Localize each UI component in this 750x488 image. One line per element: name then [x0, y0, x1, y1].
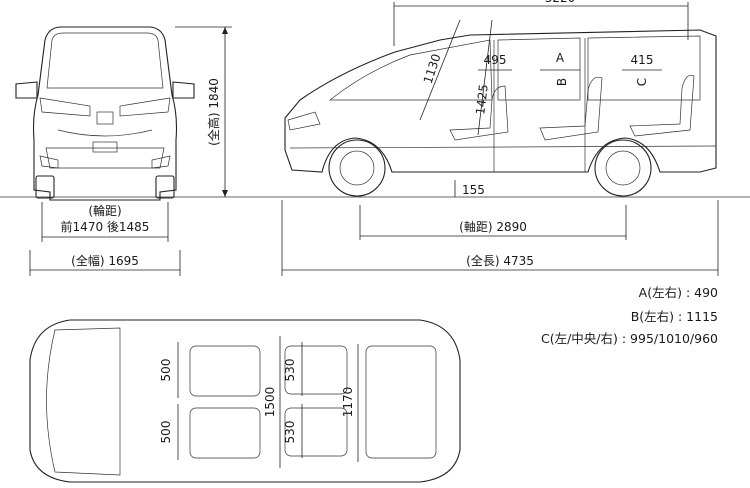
seat-dim-1425: 1425 — [473, 83, 491, 115]
tread-title: (輪距) — [88, 203, 121, 218]
top-500-upper: 500 — [159, 359, 173, 382]
wheelbase-label: (軸距) 2890 — [459, 220, 527, 234]
top-1500: 1500 — [263, 387, 277, 418]
overall-length-label: (全長) 4735 — [466, 253, 534, 268]
front-view — [0, 26, 750, 276]
spec-note-c: C(左/中央/右) : 995/1010/960 — [540, 331, 718, 346]
top-530-upper: 530 — [283, 359, 297, 382]
top-500-lower: 500 — [159, 421, 173, 444]
ground-clearance-label: 155 — [462, 183, 485, 197]
spec-note-a: A(左右) : 490 — [638, 285, 718, 300]
seat-dim-495: 495 — [484, 53, 507, 67]
marker-a: A — [556, 51, 565, 65]
overall-height-label: (全高) 1840 — [206, 78, 221, 146]
side-view — [281, 2, 719, 276]
seat-dim-415: 415 — [631, 53, 654, 67]
top-530-lower: 530 — [283, 421, 297, 444]
marker-b: B — [555, 78, 569, 86]
tread-values: 前1470 後1485 — [61, 219, 150, 234]
top-view — [29, 319, 461, 483]
top-1170: 1170 — [341, 387, 355, 418]
spec-note-b: B(左右) : 1115 — [630, 309, 718, 324]
overall-width-label: (全幅) 1695 — [71, 253, 139, 268]
interior-length-label: 3220 — [545, 0, 576, 5]
marker-c: C — [635, 78, 649, 86]
